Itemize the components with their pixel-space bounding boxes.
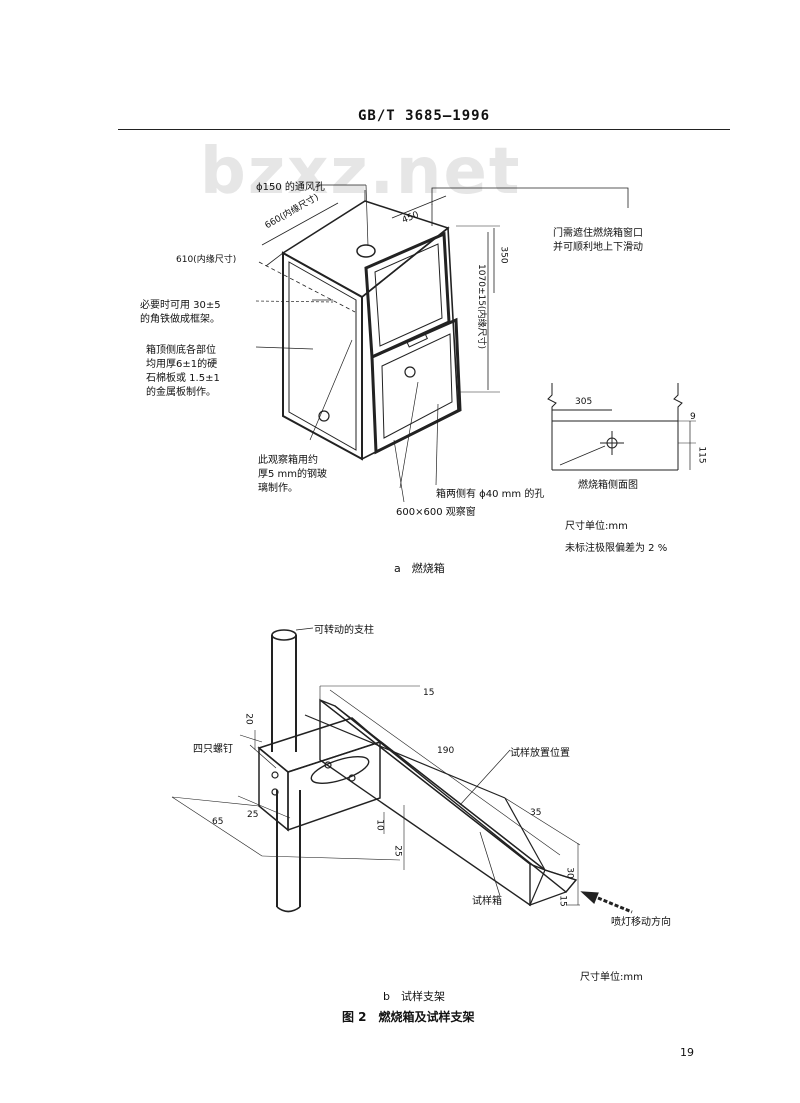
dim-10: 10	[374, 819, 385, 831]
side-dim-305: 305	[575, 397, 593, 407]
specimen-box	[304, 698, 578, 907]
figure-b-caption: b 试样支架	[383, 990, 445, 1003]
material-note-2: 均用厚6±1的硬	[146, 359, 218, 370]
page-number: 19	[680, 1046, 694, 1059]
tolerance-note: 未标注极限偏差为 2 %	[565, 543, 668, 554]
glass-note-2: 厚5 mm的钢玻	[258, 469, 328, 480]
vent-hole-label: ϕ150 的通风孔	[256, 182, 325, 193]
glass-note-3: 璃制作。	[258, 483, 298, 494]
header-rule	[118, 129, 730, 130]
dim-15-bottom: 15	[557, 895, 568, 907]
side-dim-9: 9	[690, 412, 696, 422]
material-note-4: 的金属板制作。	[146, 387, 216, 398]
pillar-label: 可转动的支柱	[314, 625, 374, 636]
torch-direction-label: 喷灯移动方向	[611, 917, 671, 928]
door-note-2: 并可顺利地上下滑动	[553, 242, 643, 253]
depth-inner-dim: 610(内缘尺寸)	[176, 255, 237, 265]
side-holes-label: 箱两侧有 ϕ40 mm 的孔	[436, 489, 545, 500]
material-note-3: 石棉板或 1.5±1	[146, 373, 220, 384]
glass-note-1: 此观察箱用约	[258, 455, 318, 466]
unit-note-b: 尺寸单位:mm	[580, 972, 643, 983]
window-frame	[370, 317, 462, 455]
dim-20: 20	[243, 713, 254, 725]
figure-a-caption: a 燃烧箱	[394, 562, 445, 575]
dim-15-top: 15	[423, 688, 435, 698]
dim-35: 35	[530, 808, 542, 818]
dim-65: 65	[212, 817, 224, 827]
vent-hole	[356, 244, 376, 258]
side-view-caption: 燃烧箱侧面图	[578, 480, 638, 491]
figure-caption: 图 2 燃烧箱及试样支架	[342, 1010, 475, 1024]
screws-label: 四只螺钉	[193, 744, 233, 755]
angle-iron-note-1: 必要时可用 30±5	[140, 300, 221, 311]
watermark: bzxz.net	[200, 135, 522, 209]
specimen-box-label: 试样箱	[472, 896, 502, 907]
observation-window-label: 600×600 观察窗	[396, 507, 476, 518]
torch-arrow	[597, 896, 633, 914]
unit-note-a: 尺寸单位:mm	[565, 521, 628, 532]
material-note-1: 箱顶侧底各部位	[146, 345, 216, 356]
placement-label: 试样放置位置	[510, 748, 570, 759]
side-hole	[318, 410, 330, 422]
door-note-1: 门需遮住燃烧箱窗口	[553, 228, 643, 239]
standard-code: GB/T 3685—1996	[358, 108, 491, 124]
angle-iron-note-2: 的角铁做成框架。	[140, 314, 220, 325]
dim-25-b: 25	[392, 845, 403, 857]
dim-30: 30	[564, 867, 575, 879]
pillar	[271, 629, 301, 913]
dim-190: 190	[437, 746, 455, 756]
dim-25-a: 25	[247, 810, 259, 820]
